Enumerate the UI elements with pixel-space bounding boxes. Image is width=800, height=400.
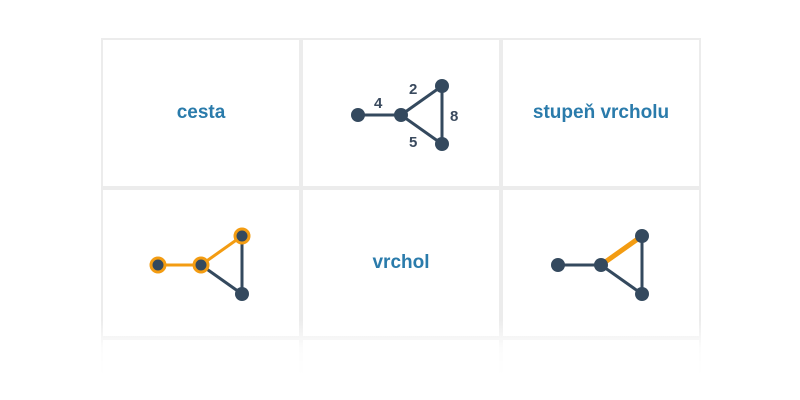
card-term-stupen-vrcholu[interactable]: stupeň vrcholu (501, 38, 701, 188)
weighted-graph-image: 4 2 8 5 (351, 79, 458, 151)
edge-weight: 2 (409, 81, 417, 98)
highlighted-node (192, 256, 210, 274)
term-label: stupeň vrcholu (532, 102, 670, 123)
edge-weight: 4 (374, 95, 383, 112)
graph-node (435, 137, 449, 151)
edge (600, 263, 643, 296)
card-highlighted-edge[interactable] (501, 188, 701, 338)
term-label: vrchol (372, 252, 430, 273)
highlighted-node (233, 227, 251, 245)
graph-node (594, 258, 608, 272)
card-term-cesta[interactable]: cesta (101, 38, 301, 188)
edge-weight: 5 (409, 134, 417, 151)
highlighted-edge (599, 233, 644, 268)
term-label: cesta (176, 102, 226, 123)
path-graph-image (149, 227, 251, 301)
graph-node (351, 108, 365, 122)
graph-node (635, 287, 649, 301)
memory-card-grid: cesta 4 2 8 5 stupeň vrcholu (101, 38, 701, 398)
graph-node (435, 79, 449, 93)
highlighted-node (149, 256, 167, 274)
card-term-vrchol[interactable]: vrchol (301, 188, 501, 338)
edge (400, 113, 443, 146)
card-weighted-graph[interactable]: 4 2 8 5 (301, 38, 501, 188)
edge-graph-image (551, 229, 649, 301)
graph-node (635, 229, 649, 243)
edge (400, 84, 443, 117)
card-partial[interactable] (101, 338, 301, 398)
graph-node (235, 287, 249, 301)
graph-node (551, 258, 565, 272)
card-partial[interactable] (301, 338, 501, 398)
graph-node (394, 108, 408, 122)
card-highlighted-path[interactable] (101, 188, 301, 338)
card-partial[interactable] (501, 338, 701, 398)
edge-weight: 8 (450, 108, 458, 125)
